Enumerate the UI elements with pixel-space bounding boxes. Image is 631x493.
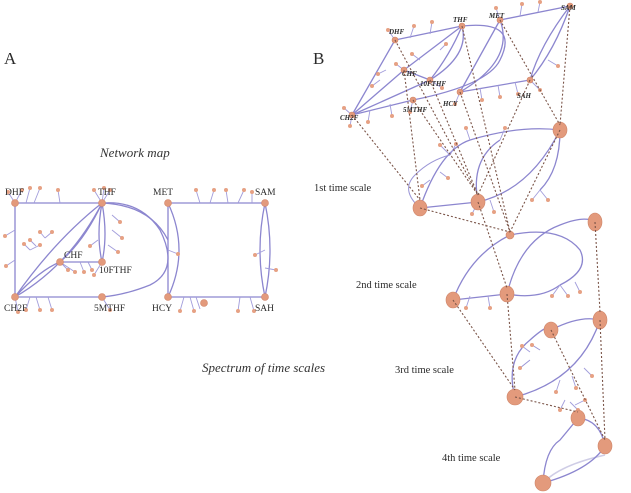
- top-plane-network: DHF THF CHF 10FTHF CH2F 5MTHF MET SAM HC…: [340, 0, 577, 128]
- node-chf: [56, 258, 64, 266]
- label-dhf: DHF: [5, 188, 24, 198]
- panel-a-caption: Network map: [99, 145, 170, 160]
- edge-thf-fthf-a: [98, 202, 103, 263]
- label-thf: THF: [98, 188, 116, 198]
- node-10fthf: [98, 258, 106, 266]
- time-scale-4-label: 4th time scale: [442, 453, 501, 464]
- level-4-network: 4th time scale: [442, 398, 613, 492]
- panel-b: B Spectrum of time scales: [202, 0, 613, 492]
- plane-label-sam: SAM: [561, 4, 577, 12]
- panel-a-side-branches: [3, 186, 278, 314]
- label-met: MET: [153, 188, 173, 198]
- label-sam: SAM: [255, 188, 276, 198]
- edge-sam-sah-b: [264, 202, 271, 298]
- node-hcy: [164, 293, 172, 301]
- level-4-node-c: [597, 437, 613, 455]
- level-3-network: 3rd time scale: [395, 310, 608, 406]
- label-5mthf: 5MTHF: [94, 304, 125, 314]
- plane-label-sah: SAH: [517, 92, 532, 100]
- level-4-node-a: [534, 474, 552, 492]
- panel-a: A Network map: [3, 49, 278, 314]
- edge-mthf-thf-arc: [101, 202, 169, 298]
- label-10fthf: 10FTHF: [99, 266, 132, 276]
- plane-label-hcy: HCY: [442, 100, 458, 108]
- edge-sam-sah-a: [259, 202, 266, 298]
- plane-label-5mthf: 5MTHF: [403, 106, 427, 114]
- plane-label-10fthf: 10FTHF: [420, 80, 446, 88]
- edge-chf-thf: [59, 202, 103, 263]
- label-chf: CHF: [64, 251, 82, 261]
- panel-b-letter: B: [313, 49, 324, 68]
- node-sam: [261, 199, 269, 207]
- label-sah: SAH: [255, 304, 274, 314]
- level-1-network: 1st time scale: [314, 121, 568, 217]
- plane-label-dhf: DHF: [388, 28, 405, 36]
- label-ch2f: CH2F: [4, 304, 27, 314]
- panel-a-letter: A: [4, 49, 17, 68]
- plane-label-ch2f: CH2F: [340, 114, 359, 122]
- time-scale-2-label: 2nd time scale: [356, 280, 417, 291]
- time-scale-1-label: 1st time scale: [314, 183, 371, 194]
- plane-label-chf: CHF: [402, 70, 417, 78]
- level-2-network: 2nd time scale: [356, 212, 603, 310]
- network-map: DHF THF CHF 10FTHF CH2F 5MTHF MET SAM HC…: [3, 186, 278, 314]
- plane-label-thf: THF: [453, 16, 468, 24]
- label-hcy: HCY: [152, 304, 172, 314]
- plane-label-met: MET: [488, 12, 505, 20]
- edge-thf-met: [101, 202, 169, 241]
- edge-thf-fthf-b: [101, 202, 106, 263]
- edge-ch2f-thf-a: [14, 202, 103, 298]
- level-2-node-c: [505, 230, 515, 240]
- node-sah: [261, 293, 269, 301]
- node-dhf: [11, 199, 19, 207]
- edge-ch2f-thf-b: [14, 202, 103, 298]
- node-ch2f: [11, 293, 19, 301]
- inter-level-arrows: [351, 5, 606, 441]
- panel-b-caption: Spectrum of time scales: [202, 360, 325, 375]
- node-met: [164, 199, 172, 207]
- node-5mthf: [98, 293, 106, 301]
- edge-met-hcy-curve: [167, 202, 180, 298]
- time-scale-3-label: 3rd time scale: [395, 365, 454, 376]
- node-thf: [98, 199, 106, 207]
- level-4-node-b: [570, 409, 586, 427]
